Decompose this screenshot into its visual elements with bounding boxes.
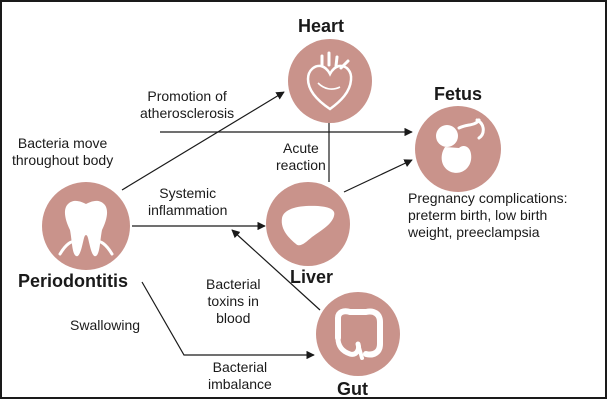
label-bacterial-toxins: Bacterial toxins in blood <box>206 276 260 327</box>
liver-icon <box>266 182 350 266</box>
fetus-icon <box>415 106 501 192</box>
label-pregnancy-complications: Pregnancy complications: preterm birth, … <box>408 190 568 241</box>
label-bacteria-move: Bacteria move throughout body <box>12 135 113 169</box>
heart-node <box>288 39 372 123</box>
label-promotion-atherosclerosis: Promotion of atherosclerosis <box>140 88 234 122</box>
gut-title: Gut <box>337 379 368 399</box>
arrow-liver-fetus <box>344 160 412 192</box>
heart-icon <box>288 39 372 123</box>
tooth-icon <box>42 182 130 270</box>
gut-icon <box>316 292 400 376</box>
label-systemic-inflammation: Systemic inflammation <box>148 185 227 219</box>
fetus-node <box>415 106 501 192</box>
gut-node <box>316 292 400 376</box>
label-swallowing: Swallowing <box>70 317 140 334</box>
heart-title: Heart <box>298 16 344 36</box>
label-acute-reaction: Acute reaction <box>276 140 326 174</box>
liver-node <box>266 182 350 266</box>
liver-title: Liver <box>290 267 333 287</box>
label-bacterial-imbalance: Bacterial imbalance <box>208 359 272 393</box>
periodontitis-title: Periodontitis <box>18 271 128 291</box>
periodontitis-node <box>42 182 130 270</box>
fetus-title: Fetus <box>434 84 482 104</box>
